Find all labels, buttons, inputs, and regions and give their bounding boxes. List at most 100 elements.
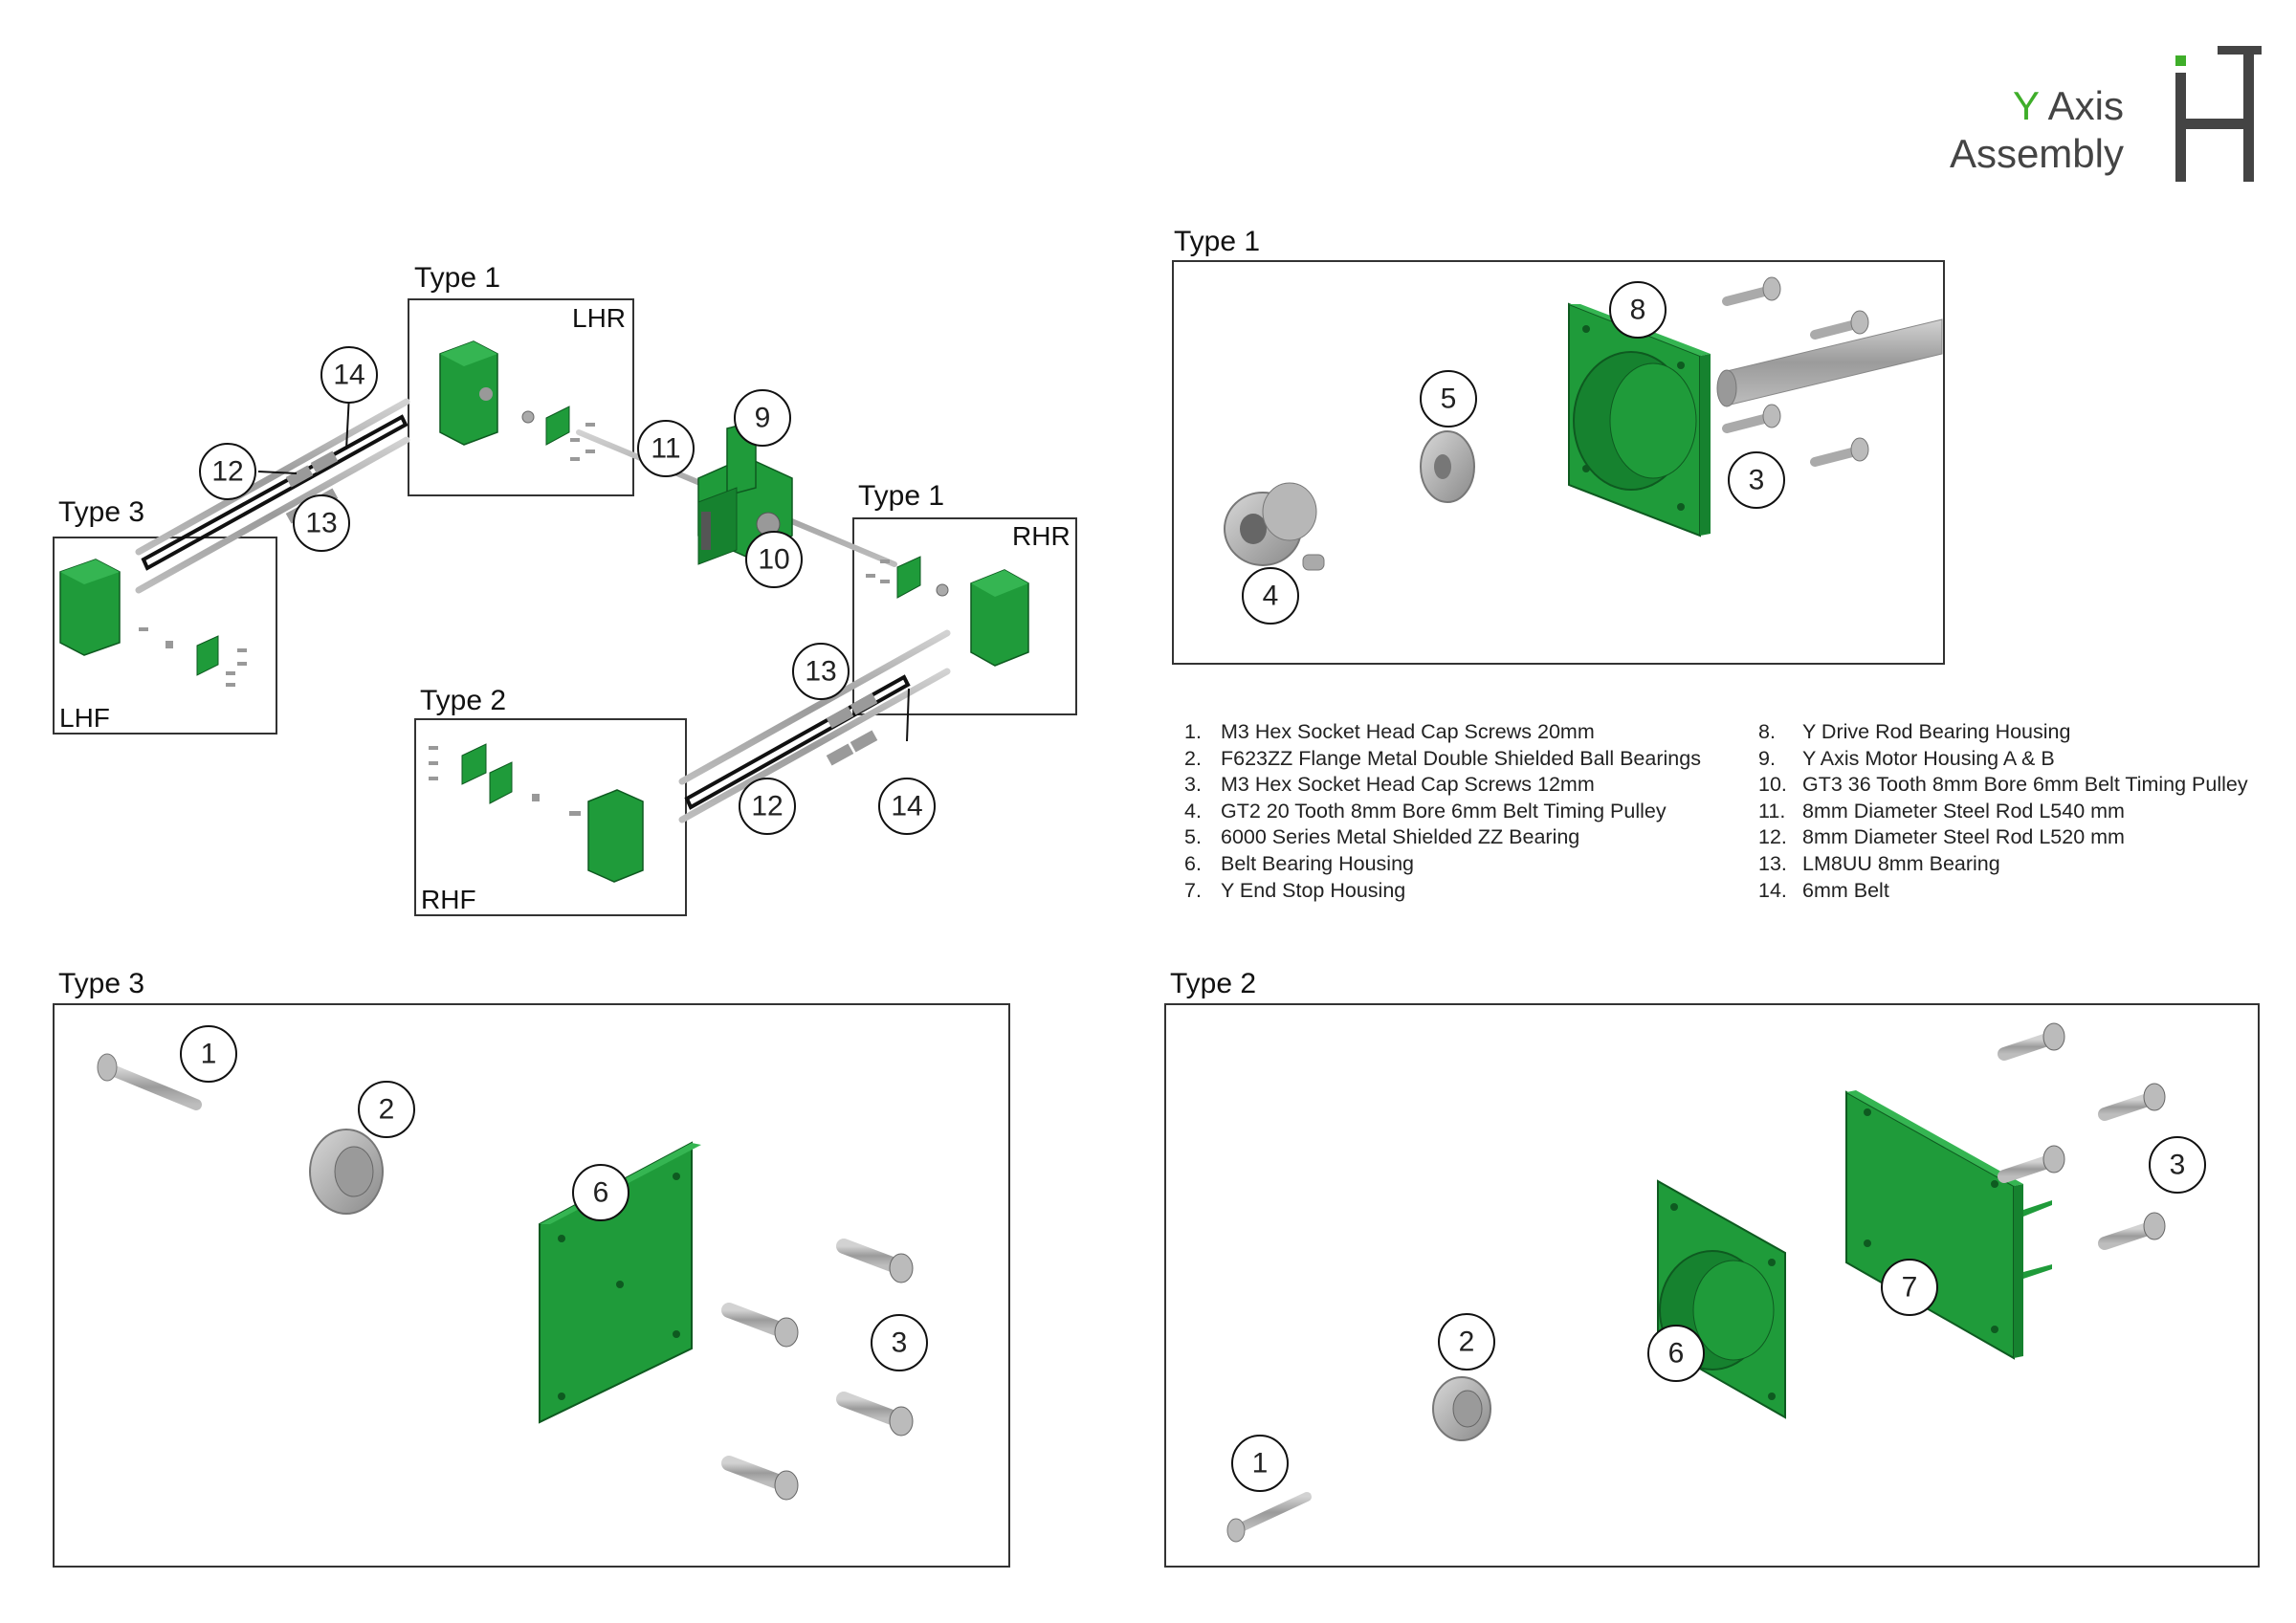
callout-circle bbox=[1438, 1313, 1495, 1371]
rhr-box bbox=[852, 517, 1077, 715]
callout-circle bbox=[734, 389, 791, 447]
detail-type3: Type 3 1 2 6 3 bbox=[53, 968, 1010, 1568]
m3-screws-type2 bbox=[1998, 1022, 2166, 1250]
parts-list-item: 3. M3 Hex Socket Head Cap Screws 12mm bbox=[1184, 772, 1701, 799]
overview-leaders bbox=[257, 394, 910, 742]
belt-right bbox=[684, 674, 911, 810]
callout-circle bbox=[1242, 567, 1299, 625]
callout-8: 8 bbox=[1630, 295, 1646, 326]
part-number: 11. bbox=[1758, 799, 1786, 822]
parts-list-right: 8.Y Drive Rod Bearing Housing 9.Y Axis M… bbox=[1758, 719, 2248, 904]
parts-list-item: 1.M3 Hex Socket Head Cap Screws 20mm bbox=[1184, 719, 1701, 746]
callout-1-type3: 1 bbox=[201, 1039, 217, 1070]
callout-circle bbox=[1728, 451, 1785, 509]
rhf-parts bbox=[429, 743, 644, 883]
part-number: 2. bbox=[1184, 746, 1202, 770]
part-number: 1. bbox=[1184, 720, 1202, 743]
part-name: F623ZZ Flange Metal Double Shielded Ball… bbox=[1221, 746, 1701, 770]
callout-9: 9 bbox=[755, 403, 771, 434]
callout-circle bbox=[1609, 281, 1667, 339]
callout-circle bbox=[637, 420, 695, 477]
callout-circle bbox=[180, 1025, 237, 1083]
title-line-1: Y Axis bbox=[1950, 82, 2124, 130]
detail-type2: Type 2 3 bbox=[1164, 968, 2260, 1568]
overview-assembly: Type 1 Type 1 Type 3 Type 2 LHR RHR LHF … bbox=[53, 262, 1077, 916]
callout-circle bbox=[199, 443, 256, 500]
callout-circle bbox=[878, 778, 936, 835]
parts-list-item: 14. 6mm Belt bbox=[1758, 878, 2248, 905]
part-number: 13. bbox=[1758, 851, 1787, 875]
callout-circle bbox=[358, 1081, 415, 1138]
parts-list-item: 9.Y Axis Motor Housing A & B bbox=[1758, 746, 2248, 773]
tag-lhr: LHR bbox=[572, 303, 626, 333]
overview-type3-label: Type 3 bbox=[58, 496, 144, 528]
part-name: 8mm Diameter Steel Rod L520 mm bbox=[1802, 825, 2125, 849]
detail-type1-label: Type 1 bbox=[1174, 226, 1260, 257]
part-number: 3. bbox=[1184, 773, 1202, 797]
callout-13-left: 13 bbox=[305, 508, 337, 539]
rhr-parts bbox=[866, 556, 1029, 667]
lm8uu-bearings-right bbox=[826, 692, 878, 766]
part-number: 4. bbox=[1184, 799, 1202, 822]
parts-list-item: 6. Belt Bearing Housing bbox=[1184, 851, 1701, 878]
part-name: Belt Bearing Housing bbox=[1221, 851, 1414, 875]
part-name: Y Drive Rod Bearing Housing bbox=[1802, 720, 2071, 743]
callout-6-type2: 6 bbox=[1668, 1338, 1685, 1370]
callout-12-left: 12 bbox=[211, 456, 243, 488]
lhf-parts bbox=[59, 559, 247, 687]
parts-list-item: 12. 8mm Diameter Steel Rod L520 mm bbox=[1758, 824, 2248, 851]
callout-circle bbox=[1881, 1259, 1938, 1316]
rod-left-upper bbox=[135, 398, 410, 556]
rod-left-lower bbox=[135, 436, 410, 594]
part-name: 8mm Diameter Steel Rod L540 mm bbox=[1802, 799, 2125, 822]
overview-type1-lhr-label: Type 1 bbox=[414, 262, 500, 294]
part-name: GT2 20 Tooth 8mm Bore 6mm Belt Timing Pu… bbox=[1221, 799, 1667, 822]
m3-screws-type3 bbox=[721, 1239, 914, 1501]
callout-13-right: 13 bbox=[805, 656, 836, 688]
tag-lhf: LHF bbox=[59, 703, 110, 733]
title-accent: Y bbox=[2013, 83, 2040, 128]
belt-left bbox=[141, 414, 408, 571]
callout-6-type3: 6 bbox=[593, 1177, 609, 1209]
callout-7: 7 bbox=[1902, 1272, 1918, 1304]
callout-1-type2: 1 bbox=[1252, 1448, 1269, 1480]
lhr-parts bbox=[439, 340, 595, 461]
detail-type3-label: Type 3 bbox=[58, 968, 144, 999]
parts-list-item: 4. GT2 20 Tooth 8mm Bore 6mm Belt Timing … bbox=[1184, 799, 1701, 825]
callout-12-right: 12 bbox=[751, 791, 783, 822]
part-number: 7. bbox=[1184, 878, 1202, 902]
callout-2-type3: 2 bbox=[379, 1094, 395, 1126]
callout-5: 5 bbox=[1441, 384, 1457, 415]
part-number: 6. bbox=[1184, 851, 1202, 875]
callout-11: 11 bbox=[651, 433, 680, 465]
detail-type2-box bbox=[1164, 1003, 2260, 1568]
detail-type1-box bbox=[1172, 260, 1945, 665]
logo-icon bbox=[2175, 46, 2262, 182]
callout-circle bbox=[792, 643, 850, 700]
callout-circle bbox=[2149, 1136, 2206, 1194]
parts-list-item: 8.Y Drive Rod Bearing Housing bbox=[1758, 719, 2248, 746]
part-number: 12. bbox=[1758, 825, 1787, 849]
lhr-box bbox=[408, 298, 634, 496]
callout-circle bbox=[739, 778, 796, 835]
part-name: M3 Hex Socket Head Cap Screws 12mm bbox=[1221, 773, 1595, 797]
part-name: Y End Stop Housing bbox=[1221, 878, 1406, 902]
part-number: 10. bbox=[1758, 773, 1787, 797]
title-block: Y Axis Assembly bbox=[1950, 82, 2124, 178]
part-name: 6mm Belt bbox=[1802, 878, 1889, 902]
callout-circle bbox=[1231, 1435, 1289, 1492]
overview-callouts: 14 12 13 9 11 10 13 12 14 bbox=[199, 346, 936, 835]
callout-3-type1: 3 bbox=[1749, 465, 1765, 496]
callout-circle bbox=[1647, 1325, 1705, 1382]
parts-list-left: 1.M3 Hex Socket Head Cap Screws 20mm 2. F… bbox=[1184, 719, 1701, 904]
m3-screws-type1 bbox=[1722, 276, 1869, 467]
part-name: GT3 36 Tooth 8mm Bore 6mm Belt Timing Pu… bbox=[1802, 773, 2248, 797]
callout-circle bbox=[1420, 370, 1477, 428]
parts-list-item: 13.LM8UU 8mm Bearing bbox=[1758, 851, 2248, 878]
callout-2-type2: 2 bbox=[1459, 1327, 1475, 1358]
tag-rhr: RHR bbox=[1012, 521, 1071, 551]
part-number: 14. bbox=[1758, 878, 1787, 902]
detail-type1: Type 1 bbox=[1172, 226, 1945, 665]
parts-list-item: 2. F623ZZ Flange Metal Double Shielded Ba… bbox=[1184, 746, 1701, 773]
